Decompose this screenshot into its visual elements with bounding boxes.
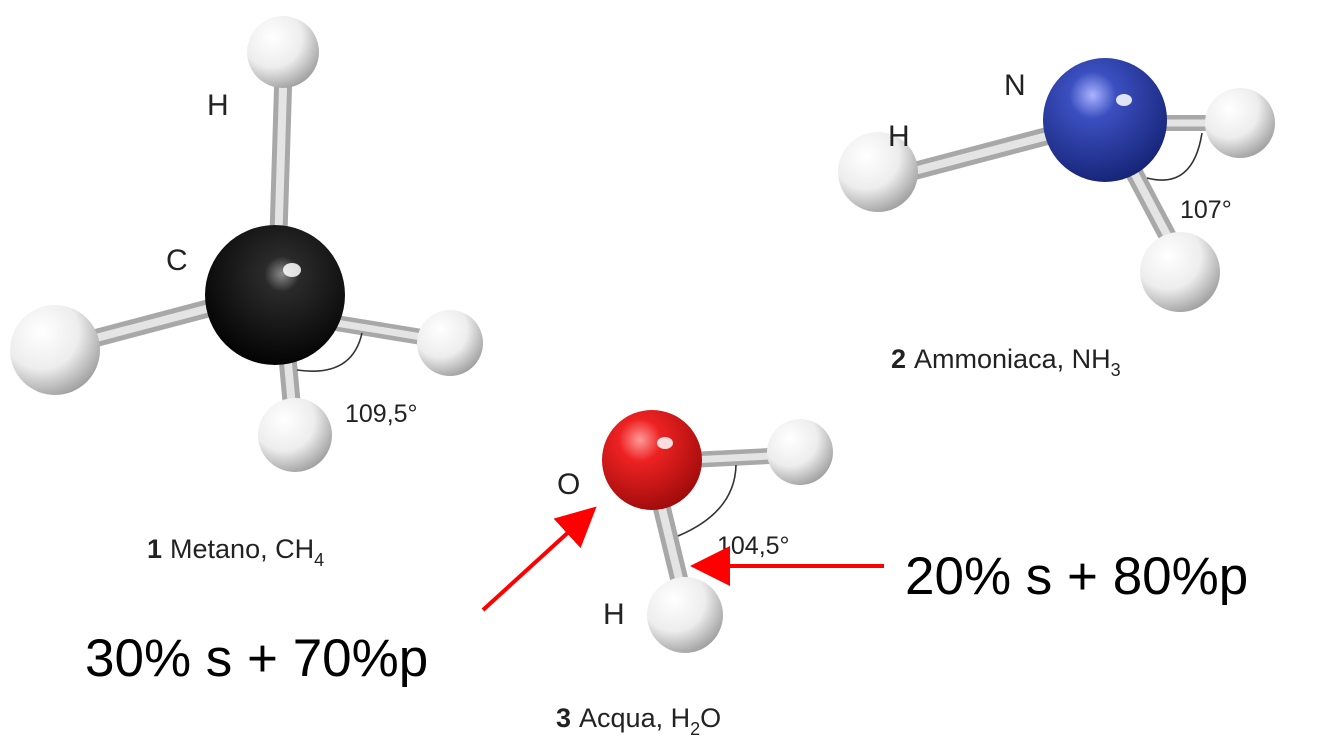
water-hydrogen-right: [767, 419, 833, 485]
methane-hydrogen-bottom: [258, 398, 332, 472]
left-hybridization-label: 30% s + 70%p: [85, 629, 428, 688]
left-annotation-arrow: [481, 506, 597, 612]
ammonia-nitrogen-label: N: [1004, 69, 1026, 102]
water-hydrogen-label: H: [603, 598, 625, 631]
ammonia-angle-arc: [1146, 132, 1203, 181]
water-caption-number: 3: [556, 703, 571, 733]
methane-carbon-label: C: [166, 244, 188, 277]
methane-bond-angle: 109,5°: [345, 400, 418, 428]
ammonia-hydrogen-bottom: [1140, 232, 1220, 312]
ammonia-caption-number: 2: [891, 344, 906, 374]
water-caption-tail: O: [700, 703, 721, 733]
methane-caption: 1 Metano, CH4: [147, 534, 324, 570]
right-hybridization-label: 20% s + 80%p: [905, 547, 1248, 606]
ammonia-hydrogen-label: H: [888, 120, 910, 153]
water-caption: 3 Acqua, H2O: [556, 703, 721, 739]
methane-caption-text: Metano, CH: [170, 534, 314, 564]
hybridization-annotations: 30% s + 70%p 20% s + 80%p: [85, 506, 1248, 688]
methane-hydrogen-label: H: [207, 89, 229, 122]
water-caption-subscript: 2: [690, 719, 700, 739]
water-oxygen-label: O: [557, 468, 580, 501]
ammonia-nitrogen-atom: [1043, 58, 1167, 182]
ammonia-molecule: H N 107° 2 Ammoniaca, NH3: [838, 58, 1275, 380]
ammonia-caption-subscript: 3: [1111, 360, 1121, 380]
ammonia-caption-text: Ammoniaca, NH: [914, 344, 1111, 374]
water-oxygen-atom: [602, 410, 702, 510]
methane-hydrogen-left: [10, 305, 100, 395]
methane-molecule: H C 109,5° 1 Metano, CH4: [10, 16, 483, 570]
ammonia-caption: 2 Ammoniaca, NH3: [891, 344, 1121, 380]
methane-caption-number: 1: [147, 534, 162, 564]
methane-carbon-atom: [205, 225, 345, 365]
water-angle-arc: [677, 464, 737, 537]
water-caption-text: Acqua, H: [579, 703, 690, 733]
methane-hydrogen-top: [247, 16, 319, 88]
ammonia-bond-angle: 107°: [1180, 196, 1232, 224]
ammonia-hydrogen-left: [838, 132, 918, 212]
ammonia-hydrogen-right: [1205, 88, 1275, 158]
water-hydrogen-bottom: [647, 577, 723, 653]
methane-angle-arc: [296, 332, 363, 372]
water-bond-angle: 104,5°: [717, 532, 790, 560]
methane-caption-subscript: 4: [314, 550, 324, 570]
methane-hydrogen-right: [417, 310, 483, 376]
